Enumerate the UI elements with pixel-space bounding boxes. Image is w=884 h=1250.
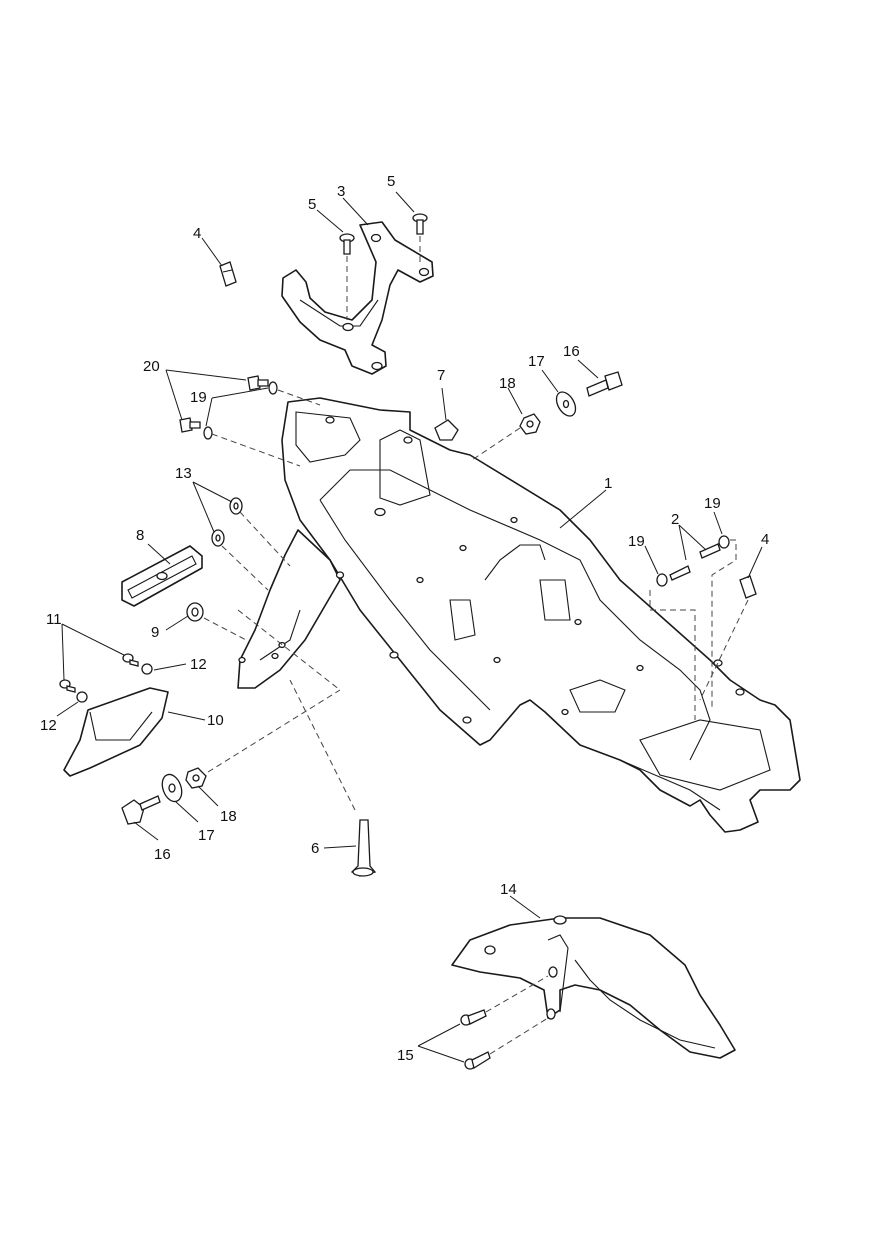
- callout-19-upper: 19: [190, 389, 207, 406]
- callout-4-right: 4: [761, 531, 769, 548]
- part-11-screw-a[interactable]: [122, 653, 139, 667]
- part-16-bolt-upper[interactable]: [586, 371, 623, 397]
- part-20-bolt-upper[interactable]: [247, 375, 269, 391]
- callout-19-right-a: 19: [628, 533, 645, 550]
- callout-11: 11: [46, 611, 62, 628]
- part-6-strap[interactable]: [350, 819, 377, 877]
- callout-20: 20: [143, 358, 160, 375]
- part-1-undertray[interactable]: [281, 397, 801, 833]
- callout-17-lower: 17: [198, 827, 215, 844]
- part-18-nut-lower[interactable]: [185, 767, 207, 789]
- callout-16-lower: 16: [154, 846, 171, 863]
- callout-16-upper: 16: [563, 343, 580, 360]
- part-4-clip-right[interactable]: [739, 575, 757, 599]
- part-17-washer-lower[interactable]: [159, 772, 185, 804]
- part-12-nut-a[interactable]: [141, 663, 153, 675]
- callout-8: 8: [136, 527, 144, 544]
- callout-12-left: 12: [40, 717, 57, 734]
- callout-19-right-b: 19: [704, 495, 721, 512]
- callout-1: 1: [604, 475, 612, 492]
- part-7-clip[interactable]: [434, 419, 459, 441]
- callout-3: 3: [337, 183, 345, 200]
- part-11-screw-b[interactable]: [59, 679, 76, 693]
- part-17-washer-upper[interactable]: [553, 389, 580, 420]
- part-9-grommet[interactable]: [186, 602, 204, 622]
- part-5-screw-right[interactable]: [412, 213, 428, 235]
- callout-4-top: 4: [193, 225, 201, 242]
- part-4-clip-top[interactable]: [219, 261, 237, 287]
- callout-15: 15: [397, 1047, 414, 1064]
- part-13-grommet-b[interactable]: [211, 529, 225, 547]
- part-14-front-mudguard[interactable]: [451, 915, 736, 1059]
- part-19-washer-lower[interactable]: [203, 426, 213, 440]
- part-5-screw-left[interactable]: [339, 233, 355, 255]
- callout-18-lower: 18: [220, 808, 237, 825]
- callout-7: 7: [437, 367, 445, 384]
- part-19-washer-right-a[interactable]: [656, 573, 668, 587]
- part-8-reflector[interactable]: [121, 545, 203, 607]
- part-3-bracket[interactable]: [281, 221, 434, 375]
- callout-18-upper: 18: [499, 375, 516, 392]
- part-16-bolt-lower[interactable]: [121, 795, 161, 825]
- callout-13: 13: [175, 465, 192, 482]
- part-19-washer-upper[interactable]: [268, 381, 278, 395]
- part-19-washer-right-b[interactable]: [718, 535, 730, 549]
- part-10-plate-bracket[interactable]: [63, 687, 169, 777]
- callout-6: 6: [311, 840, 319, 857]
- part-15-bolt-b[interactable]: [464, 1051, 491, 1070]
- callout-12-right: 12: [190, 656, 207, 673]
- callout-5-right: 5: [387, 173, 395, 190]
- callout-9: 9: [151, 624, 159, 641]
- part-20-bolt-lower[interactable]: [179, 417, 201, 433]
- part-2-screw-b[interactable]: [699, 543, 721, 559]
- callout-14: 14: [500, 881, 517, 898]
- callout-10: 10: [207, 712, 224, 729]
- callout-5-left: 5: [308, 196, 316, 213]
- callout-17-upper: 17: [528, 353, 545, 370]
- part-12-nut-b[interactable]: [76, 691, 88, 703]
- part-13-grommet-a[interactable]: [229, 497, 243, 515]
- part-15-bolt-a[interactable]: [460, 1009, 487, 1026]
- part-18-nut-upper[interactable]: [519, 413, 541, 435]
- callout-2: 2: [671, 511, 679, 528]
- part-2-screw-a[interactable]: [669, 565, 691, 581]
